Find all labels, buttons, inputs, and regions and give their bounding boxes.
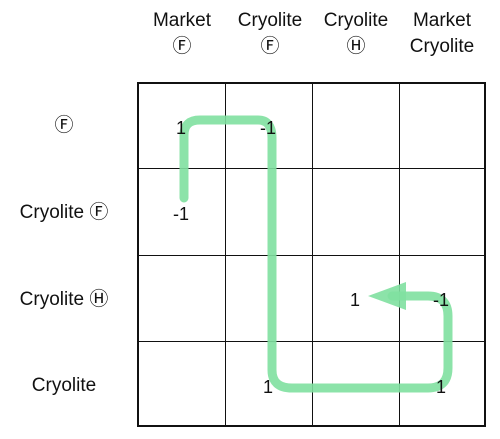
cell-value: 1 (262, 377, 273, 397)
cell-value: -1 (259, 118, 276, 138)
column-header-line2: Ⓕ (172, 36, 192, 57)
cell-value: -1 (432, 290, 449, 310)
column-header-market-cryolite: Market Cryolite (397, 8, 487, 60)
grid-divider (137, 341, 486, 342)
grid-divider (312, 82, 313, 427)
column-header-line1: Cryolite (323, 10, 389, 31)
cell-value: 1 (435, 377, 446, 397)
grid-divider (399, 82, 400, 427)
grid-divider (225, 82, 226, 427)
column-header-line1: Market (152, 10, 212, 31)
cell-value: 1 (349, 290, 360, 310)
arrowhead-icon (368, 282, 406, 310)
column-header-cryolite-f: Cryolite Ⓕ (225, 8, 315, 60)
matrix-grid (137, 82, 486, 427)
column-header-line2: Cryolite (409, 36, 475, 57)
column-header-line2: Ⓗ (346, 36, 366, 57)
cell-value: -1 (172, 204, 189, 224)
row-header-f: Ⓕ (54, 115, 74, 136)
column-header-market-f: Market Ⓕ (137, 8, 227, 60)
column-header-line2: Ⓕ (260, 36, 280, 57)
column-header-line1: Cryolite (237, 10, 303, 31)
cell-value: 1 (175, 118, 186, 138)
cycle-path (179, 115, 453, 393)
column-header-cryolite-h: Cryolite Ⓗ (311, 8, 401, 60)
grid-divider (137, 168, 486, 169)
row-header-cryolite-h: Cryolite Ⓗ (19, 289, 109, 310)
row-header-cryolite-f: Cryolite Ⓕ (19, 202, 109, 223)
row-header-cryolite: Cryolite (31, 375, 97, 396)
grid-divider (137, 255, 486, 256)
column-header-line1: Market (412, 10, 472, 31)
